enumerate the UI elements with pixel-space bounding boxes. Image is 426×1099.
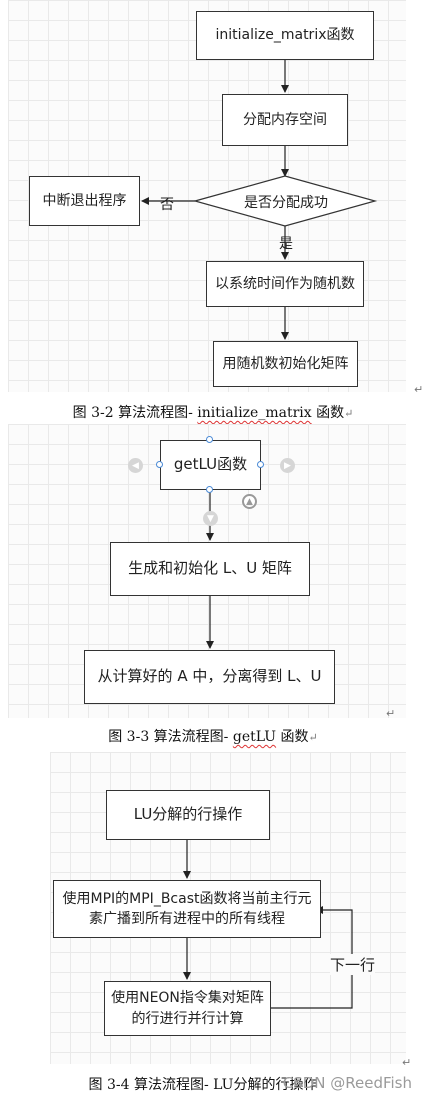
paragraph-mark: ↵ [414,383,424,396]
resize-handle-right[interactable] [257,461,264,468]
no-label: 否 [160,197,174,213]
decision-label: 是否分配成功 [244,195,328,211]
next-row-label: 下一行 [330,954,376,975]
mpi-bcast-box: 使用MPI的MPI_Bcast函数将当前主行元素广播到所有进程中的所有线程 [53,880,321,938]
lu-row-operation-box: LU分解的行操作 [106,790,270,840]
resize-handle-top[interactable] [206,436,213,443]
csdn-watermark: CSDN @ReedFish [282,1074,412,1092]
neon-parallel-box: 使用NEON指令集对矩阵的行进行并行计算 [104,981,271,1036]
generate-lu-box: 生成和初始化 L、U 矩阵 [110,542,310,596]
caption-code-term: initialize_matrix [197,405,312,421]
paragraph-mark: ↵ [402,1056,412,1069]
yes-label: 是 [279,236,293,252]
chevron-up-icon[interactable]: ▲ [242,494,257,509]
chevron-right-icon[interactable]: ▶ [280,458,295,473]
figure-3-3-caption: 图 3-3 算法流程图- getLU 函数↵ [108,729,318,745]
allocate-memory-box: 分配内存空间 [222,94,348,146]
chevron-down-icon[interactable]: ▼ [203,511,218,526]
resize-handle-left[interactable] [156,461,163,468]
figure-3-4-caption: 图 3-4 算法流程图- LU分解的行操作 [88,1077,318,1093]
getlu-function-box[interactable]: getLU函数 [160,440,261,490]
init-matrix-random-box: 用随机数初始化矩阵 [213,341,358,387]
initialize-matrix-function-box: initialize_matrix函数 [196,11,374,60]
resize-handle-bottom[interactable] [206,486,213,493]
seed-random-box: 以系统时间作为随机数 [206,261,364,307]
chevron-left-icon[interactable]: ◀ [128,458,143,473]
caption-code-term: getLU [232,729,277,745]
exit-program-box: 中断退出程序 [29,176,140,226]
split-lu-box: 从计算好的 A 中，分离得到 L、U [84,650,335,704]
paragraph-mark: ↵ [386,707,396,720]
figure-3-2-caption: 图 3-2 算法流程图- initialize_matrix 函数↵ [72,405,354,421]
